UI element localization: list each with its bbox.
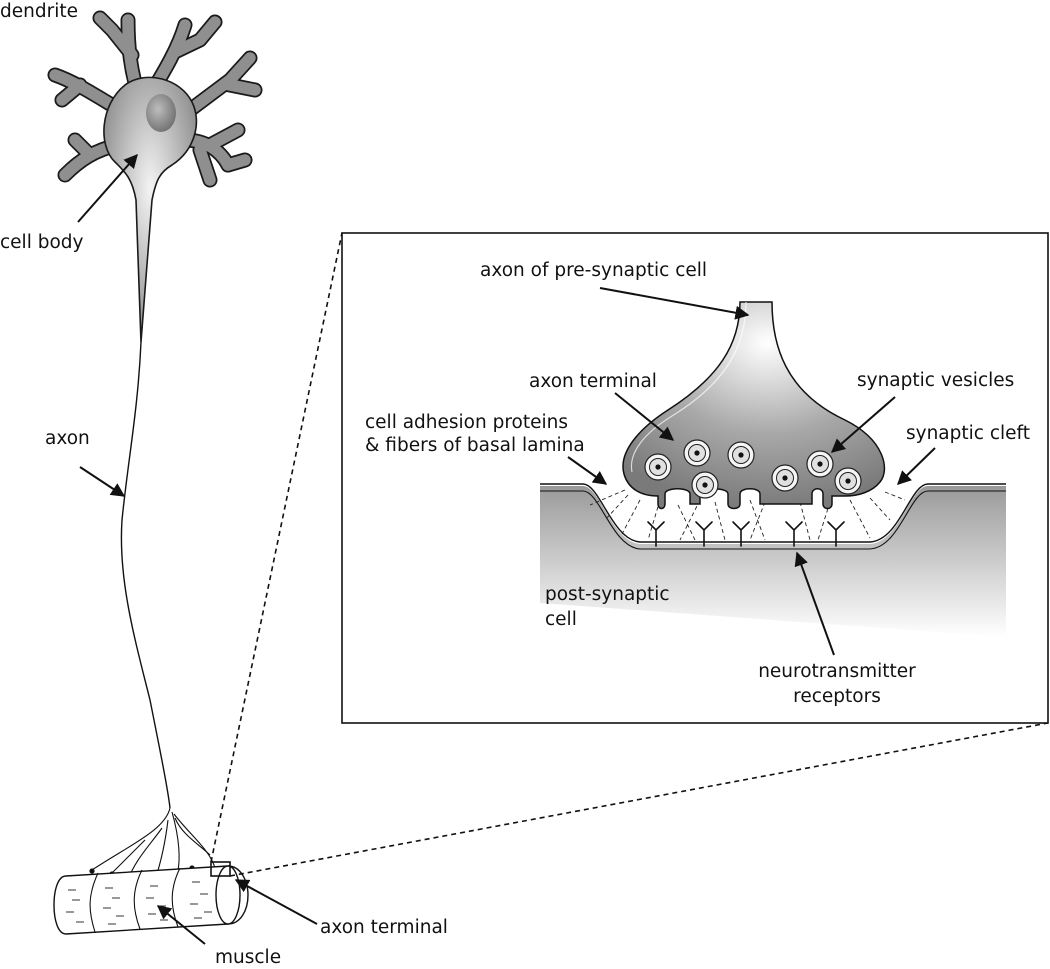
label-axon: axon (45, 428, 90, 449)
nucleus (146, 94, 176, 132)
label-muscle: muscle (215, 947, 282, 968)
zoom-connector-lines (210, 232, 1049, 877)
label-axon-presynaptic: axon of pre-synaptic cell (480, 260, 708, 281)
label-receptors-line2: receptors (793, 686, 881, 707)
neuron (47, 10, 263, 884)
label-axon-terminal: axon terminal (320, 917, 448, 938)
axon-fiber (120, 341, 171, 809)
post-synaptic-cell (540, 486, 1006, 637)
label-synaptic-cleft: synaptic cleft (906, 423, 1030, 444)
label-axon-terminal-inset: axon terminal (529, 371, 657, 392)
adhesion-fibers (589, 489, 906, 541)
label-postsynaptic-line2: cell (545, 609, 577, 630)
zoom-region-marker (210, 861, 231, 877)
muscle-fiber (53, 861, 249, 935)
label-adhesion-line1: cell adhesion proteins (365, 412, 569, 433)
label-postsynaptic-line1: post-synaptic (545, 584, 670, 605)
neurotransmitter-receptors (647, 521, 845, 547)
label-dendrite: dendrite (0, 1, 78, 22)
synapse-inset (341, 232, 1049, 724)
cell-body (103, 76, 198, 343)
label-cell-body: cell body (0, 232, 84, 253)
label-arrows (77, 153, 936, 945)
label-adhesion-line2: & fibers of basal lamina (365, 435, 585, 456)
axon-terminal-branches (91, 807, 216, 881)
label-receptors-line1: neurotransmitter (758, 661, 916, 682)
label-synaptic-vesicles: synaptic vesicles (857, 370, 1015, 391)
synaptic-vesicles (644, 439, 862, 499)
